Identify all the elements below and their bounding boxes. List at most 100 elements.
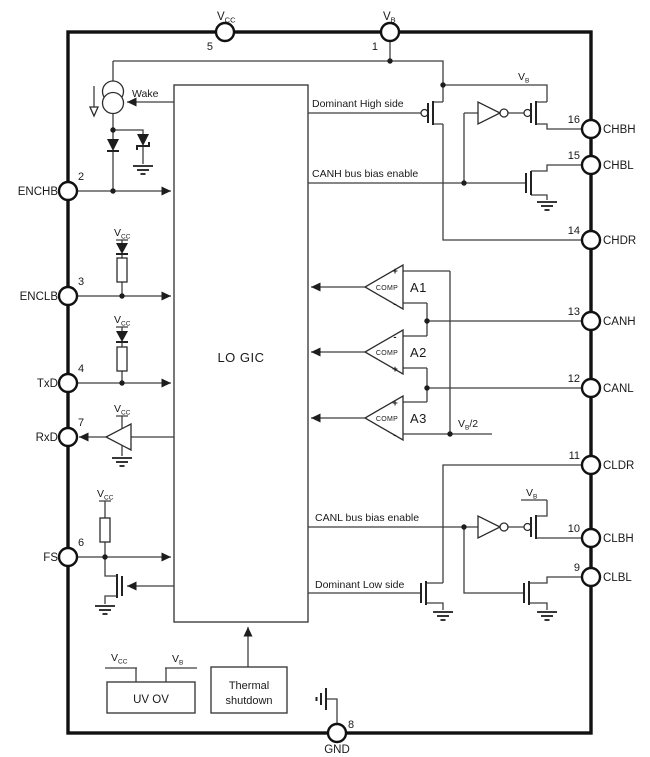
thermal-label-line2: shutdown (225, 695, 272, 707)
ground-icon-chbl (536, 201, 558, 211)
ground-icon-zener (132, 165, 154, 175)
wire-top-supply-net (112, 41, 548, 191)
wire-rxd-buffer-supply (116, 415, 174, 456)
dominant-low-nmos (420, 581, 427, 605)
uvov-block (106, 681, 196, 714)
pin-circle-enchb (57, 180, 79, 202)
pin-label-clbh: CLBH (603, 533, 634, 545)
dominant-low-label: Dominant Low side (315, 579, 404, 591)
rxd-output-buffer (104, 422, 132, 452)
wire-cldr-net (442, 464, 582, 583)
wire-clbl-net (529, 576, 582, 610)
pin-number-9: 9 (574, 562, 580, 574)
devices (88, 80, 558, 710)
pin-circle-canh (580, 310, 602, 332)
wires (77, 41, 582, 724)
inverter-high-side (477, 100, 509, 126)
ground-icon-clbl (536, 611, 558, 621)
pin-label-chbl: CHBL (603, 160, 634, 172)
pin-label-chbh: CHBH (603, 124, 636, 136)
chbh-vb-label: VB (518, 71, 529, 85)
pin-circle-chdr (580, 229, 602, 251)
enclb-pullup-resistor (116, 257, 128, 283)
wire-txd-pullup (116, 326, 128, 383)
pin-label-txd: TxD (37, 378, 58, 390)
pin-label-fs: FS (43, 552, 58, 564)
pin-label-vcc: VCC (217, 11, 236, 25)
canl-bias-label: CANL bus bias enable (315, 512, 419, 524)
pins (57, 21, 602, 744)
pin-number-7: 7 (78, 417, 84, 429)
comp-a3-bottom-sign: - (393, 430, 396, 441)
wire-enclb-pullup (116, 239, 128, 296)
fs-pullup-vcc-label: VCC (97, 488, 114, 502)
wire-fs-pullup (99, 500, 117, 604)
wire-comparator-verticals (426, 271, 451, 434)
comp-a2-type: COMP (376, 350, 398, 357)
pin-circle-rxd (57, 426, 79, 448)
ground-icon-fs (94, 605, 116, 615)
pin-circle-vb (379, 21, 401, 43)
blocks: LO GIC Thermal shutdown UV OV (106, 84, 309, 714)
dominant-high-label: Dominant High side (312, 98, 404, 110)
fs-pullup-resistor (99, 517, 111, 543)
clbl-nmos (523, 581, 530, 605)
wire-clbl-gate-net (463, 527, 524, 594)
pin-circle-fs (57, 546, 79, 568)
comparator-a2 (363, 328, 404, 376)
pin-circle-gnd (326, 722, 348, 744)
wire-chbl-net (531, 164, 582, 200)
wire-uvov-supplies (105, 667, 197, 682)
enclb-pullup-vcc-label: VCC (114, 227, 131, 241)
pin-label-chdr: CHDR (603, 235, 636, 247)
comp-a2-top-sign: - (393, 332, 396, 343)
wire-inverter1-io (463, 112, 524, 183)
wake-current-source (88, 80, 125, 118)
internal-gnd-symbol (315, 688, 327, 710)
pin-number-2: 2 (78, 171, 84, 183)
uvov-vb-label: VB (172, 653, 183, 667)
pin-number-5: 5 (207, 41, 213, 53)
enclb-pullup-diode (116, 243, 128, 255)
wire-comparator-input-stubs (403, 270, 450, 435)
wake-diode (107, 139, 119, 152)
pin-label-cldr: CLDR (603, 460, 634, 472)
thermal-label-line1: Thermal (229, 680, 269, 692)
clbh-pmos (523, 515, 537, 539)
pin-circle-chbh (580, 118, 602, 140)
pin-number-8: 8 (348, 719, 354, 731)
pin-number-10: 10 (568, 523, 580, 535)
rxd-buffer-vcc-label: VCC (114, 403, 131, 417)
dominant-high-pmos (420, 101, 434, 125)
pin-number-1: 1 (372, 41, 378, 53)
wire-chbh-net (536, 101, 582, 130)
comp-a3-top-sign: + (392, 398, 398, 409)
comparator-a1 (363, 263, 404, 311)
pin-circle-vcc (214, 21, 236, 43)
ground-icon-rxd (111, 457, 133, 467)
pin-numbers: 5 1 2 3 4 7 6 16 15 14 13 12 11 10 9 8 (78, 41, 580, 731)
uvov-vcc-label: VCC (111, 652, 128, 666)
pin-label-clbl: CLBL (603, 572, 632, 584)
pin-circle-canl (580, 377, 602, 399)
comp-a1-name: A1 (410, 280, 427, 295)
junction-dots (102, 58, 467, 560)
zener-diode (136, 134, 150, 150)
txd-pullup-vcc-label: VCC (114, 314, 131, 328)
pin-number-14: 14 (568, 225, 580, 237)
pin-label-enchb: ENCHB (18, 186, 59, 198)
pin-number-12: 12 (568, 373, 580, 385)
txd-pullup-resistor (116, 346, 128, 372)
pin-label-gnd: GND (324, 744, 350, 756)
pin-labels: VCC VB ENCHB ENCLB TxD RxD FS CHBH CHBL … (18, 11, 637, 756)
wake-label: Wake (132, 88, 159, 100)
pin-circle-chbl (580, 154, 602, 176)
pin-circle-clbh (580, 527, 602, 549)
pin-number-15: 15 (568, 150, 580, 162)
pin-number-11: 11 (569, 450, 580, 462)
logic-block (173, 84, 309, 623)
chbl-nmos (525, 171, 532, 195)
comp-a2-name: A2 (410, 345, 427, 360)
